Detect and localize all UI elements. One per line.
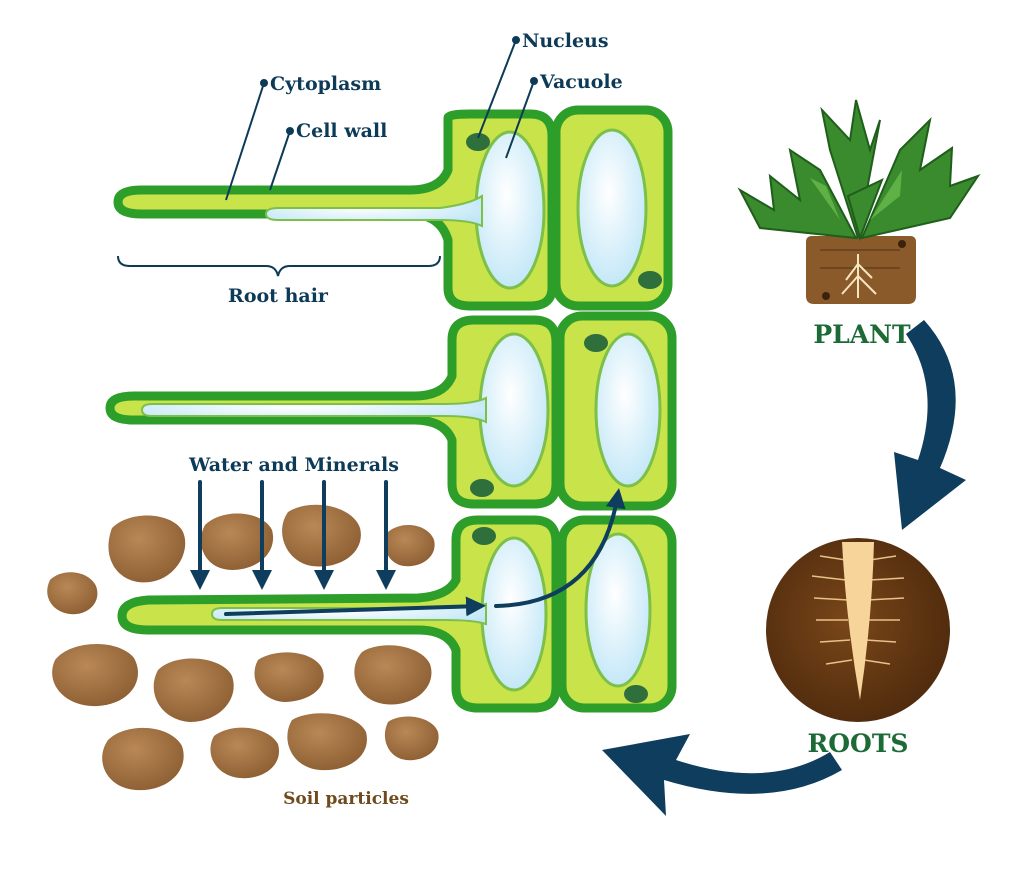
soil-particle — [282, 504, 361, 567]
soil-particle — [384, 525, 435, 567]
plant-icon — [737, 99, 981, 304]
soil-particle — [210, 727, 280, 779]
label-cell-wall: Cell wall — [296, 120, 387, 142]
label-roots: ROOTS — [808, 729, 909, 758]
nucleus — [624, 685, 648, 703]
vacuole — [576, 128, 648, 288]
soil-particle — [287, 713, 367, 771]
soil-particle — [384, 716, 439, 761]
nucleus — [638, 271, 662, 289]
label-cytoplasm: Cytoplasm — [270, 73, 381, 95]
soil-particle — [153, 658, 234, 722]
cycle-arrow-down — [894, 320, 966, 530]
root-hair-brace — [117, 255, 441, 277]
nucleus — [466, 133, 490, 151]
vacuole — [478, 332, 550, 488]
soil-particles — [47, 504, 439, 791]
soil-particle — [52, 643, 138, 707]
label-vacuole: Vacuole — [539, 71, 623, 93]
root-hair-cell-top — [113, 109, 557, 311]
soil-particle — [200, 513, 274, 570]
nucleus — [472, 527, 496, 545]
soil-particle — [254, 652, 324, 702]
outer-cells — [551, 105, 677, 713]
soil-particle — [102, 727, 184, 791]
nucleus — [470, 479, 494, 497]
label-nucleus: Nucleus — [522, 30, 609, 52]
flow-arrow-curve — [494, 488, 626, 608]
roots-icon — [766, 538, 950, 722]
label-water-minerals: Water and Minerals — [188, 454, 399, 476]
vacuole — [480, 536, 548, 692]
soil-particle — [108, 515, 186, 583]
cycle-arrow-left — [602, 734, 842, 816]
vacuole — [474, 130, 546, 290]
label-root-hair: Root hair — [228, 285, 329, 307]
flow-arrow — [224, 596, 486, 617]
water-arrows — [190, 480, 626, 617]
soil-particle — [47, 572, 98, 615]
vacuole — [594, 332, 662, 488]
root-hair-cell-middle — [105, 315, 561, 509]
nucleus — [584, 334, 608, 352]
vacuole — [584, 532, 652, 688]
label-soil-particles: Soil particles — [283, 789, 409, 809]
label-plant: PLANT — [813, 320, 911, 349]
root-hair-cell-bottom — [117, 515, 561, 713]
leader-lines — [225, 36, 538, 201]
soil-particle — [354, 645, 432, 705]
